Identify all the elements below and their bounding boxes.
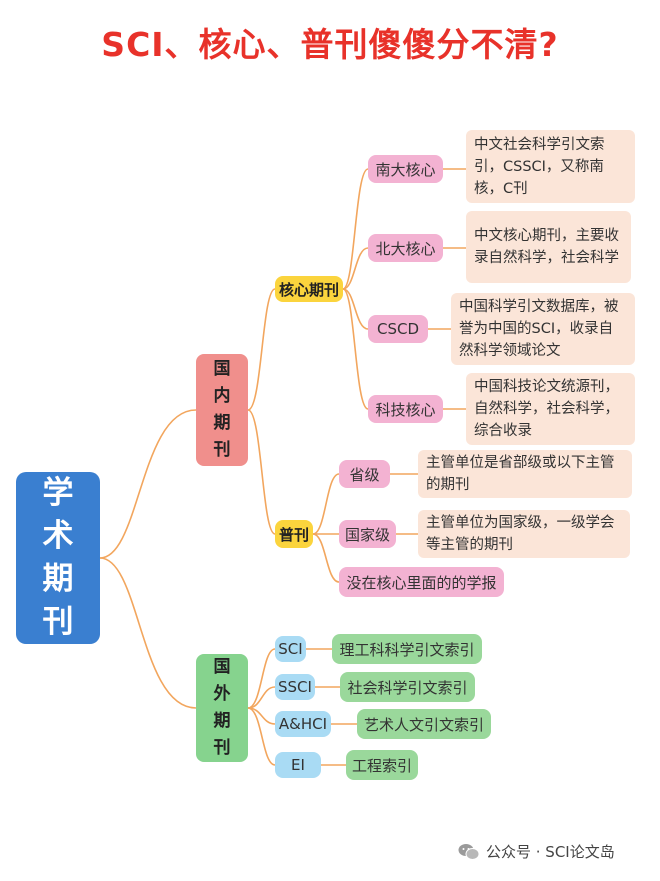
cscd-node: CSCD bbox=[368, 315, 428, 343]
sci-node: SCI bbox=[275, 636, 306, 662]
beida-core-node: 北大核心 bbox=[368, 234, 443, 262]
national-level-node: 国家级 bbox=[339, 520, 396, 548]
nanda-core-node: 南大核心 bbox=[368, 155, 443, 183]
cscd-desc: 中国科学引文数据库，被誉为中国的SCI，收录自然科学领域论文 bbox=[451, 293, 635, 365]
ssci-desc: 社会科学引文索引 bbox=[340, 672, 475, 702]
ei-desc: 工程索引 bbox=[346, 750, 418, 780]
watermark: 公众号 · SCI论文岛 bbox=[458, 841, 615, 862]
provincial-level-desc: 主管单位是省部级或以下主管的期刊 bbox=[418, 450, 632, 498]
ssci-node: SSCI bbox=[275, 674, 315, 700]
beida-core-desc: 中文核心期刊，主要收录自然科学，社会科学 bbox=[466, 211, 631, 283]
ahci-node: A&HCI bbox=[275, 711, 331, 737]
ei-node: EI bbox=[275, 752, 321, 778]
connector-domestic-general bbox=[247, 409, 276, 535]
root-academic-journals: 学术 期刊 bbox=[16, 472, 100, 644]
core-journals-node: 核心期刊 bbox=[275, 276, 343, 302]
general-journals-node: 普刊 bbox=[275, 520, 313, 548]
keji-core-desc: 中国科技论文统源刊，自然科学，社会科学，综合收录 bbox=[466, 373, 635, 445]
national-level-desc: 主管单位为国家级，一级学会等主管的期刊 bbox=[418, 510, 630, 558]
page-title: SCI、核心、普刊傻傻分不清? bbox=[101, 25, 559, 64]
domestic-journals-node: 国内 期刊 bbox=[196, 354, 248, 466]
connector-root-domestic bbox=[99, 409, 197, 559]
watermark-text: 公众号 · SCI论文岛 bbox=[486, 843, 615, 861]
provincial-level-node: 省级 bbox=[339, 460, 390, 488]
sci-desc: 理工科科学引文索引 bbox=[332, 634, 482, 664]
non-core-journals-node: 没在核心里面的的学报 bbox=[339, 567, 504, 597]
ahci-desc: 艺术人文引文索引 bbox=[357, 709, 491, 739]
wechat-icon bbox=[458, 843, 480, 860]
keji-core-node: 科技核心 bbox=[368, 395, 443, 423]
connector-root-foreign bbox=[99, 557, 197, 709]
nanda-core-desc: 中文社会科学引文索引，CSSCI，又称南核，C刊 bbox=[466, 130, 635, 203]
connector-domestic-core bbox=[247, 288, 276, 411]
foreign-journals-node: 国外 期刊 bbox=[196, 654, 248, 762]
